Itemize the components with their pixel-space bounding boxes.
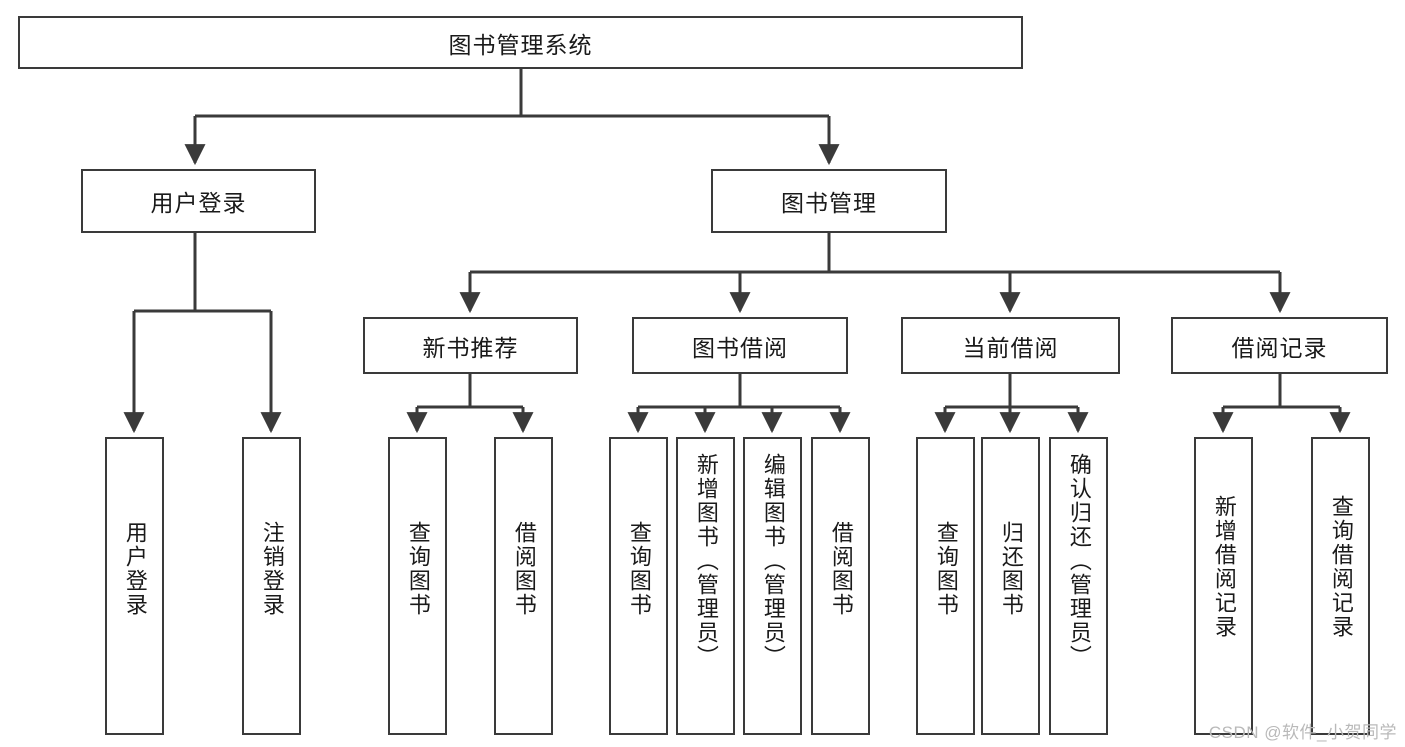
node-leaf-add-borrow-record-label: 新增借阅记录	[1211, 495, 1237, 639]
node-leaf-add-borrow-record[interactable]: 新增借阅记录	[1194, 437, 1253, 735]
node-leaf-recommend-query-book-label: 查询图书	[405, 521, 431, 617]
node-root-label: 图书管理系统	[448, 31, 593, 58]
node-leaf-borrow-book[interactable]: 借阅图书	[811, 437, 870, 735]
node-leaf-add-book-admin-label: 新增图书（管理员）	[693, 453, 719, 669]
node-book-borrow[interactable]: 图书借阅	[632, 317, 848, 374]
node-leaf-logout[interactable]: 注销登录	[242, 437, 301, 735]
node-new-book-recommend[interactable]: 新书推荐	[363, 317, 578, 374]
node-leaf-recommend-borrow-book-label: 借阅图书	[511, 521, 537, 617]
node-leaf-current-query-book[interactable]: 查询图书	[916, 437, 975, 735]
node-borrow-record[interactable]: 借阅记录	[1171, 317, 1388, 374]
node-leaf-query-borrow-record[interactable]: 查询借阅记录	[1311, 437, 1370, 735]
node-book-manage-label: 图书管理	[781, 190, 877, 216]
node-leaf-borrow-query-book[interactable]: 查询图书	[609, 437, 668, 735]
node-leaf-confirm-return-admin-label: 确认归还（管理员）	[1066, 453, 1092, 669]
node-current-borrow[interactable]: 当前借阅	[901, 317, 1120, 374]
node-current-borrow-label: 当前借阅	[962, 334, 1059, 361]
node-leaf-add-book-admin[interactable]: 新增图书（管理员）	[676, 437, 735, 735]
node-leaf-edit-book-admin[interactable]: 编辑图书（管理员）	[743, 437, 802, 735]
node-leaf-user-login[interactable]: 用户登录	[105, 437, 164, 735]
node-leaf-edit-book-admin-label: 编辑图书（管理员）	[760, 453, 786, 669]
node-leaf-current-query-book-label: 查询图书	[933, 521, 959, 617]
node-leaf-recommend-borrow-book[interactable]: 借阅图书	[494, 437, 553, 735]
node-leaf-recommend-query-book[interactable]: 查询图书	[388, 437, 447, 735]
node-leaf-logout-label: 注销登录	[259, 521, 285, 617]
node-book-manage[interactable]: 图书管理	[711, 169, 947, 233]
node-leaf-confirm-return-admin[interactable]: 确认归还（管理员）	[1049, 437, 1108, 735]
node-user-login[interactable]: 用户登录	[81, 169, 316, 233]
node-leaf-borrow-book-label: 借阅图书	[828, 521, 854, 617]
node-leaf-return-book[interactable]: 归还图书	[981, 437, 1040, 735]
node-root[interactable]: 图书管理系统	[18, 16, 1023, 69]
node-new-book-recommend-label: 新书推荐	[422, 334, 519, 361]
node-book-borrow-label: 图书借阅	[692, 334, 788, 361]
node-leaf-return-book-label: 归还图书	[998, 521, 1024, 617]
node-leaf-borrow-query-book-label: 查询图书	[626, 521, 652, 617]
node-leaf-user-login-label: 用户登录	[122, 521, 148, 617]
node-borrow-record-label: 借阅记录	[1231, 334, 1328, 361]
node-leaf-query-borrow-record-label: 查询借阅记录	[1328, 495, 1354, 639]
node-user-login-label: 用户登录	[150, 190, 247, 216]
